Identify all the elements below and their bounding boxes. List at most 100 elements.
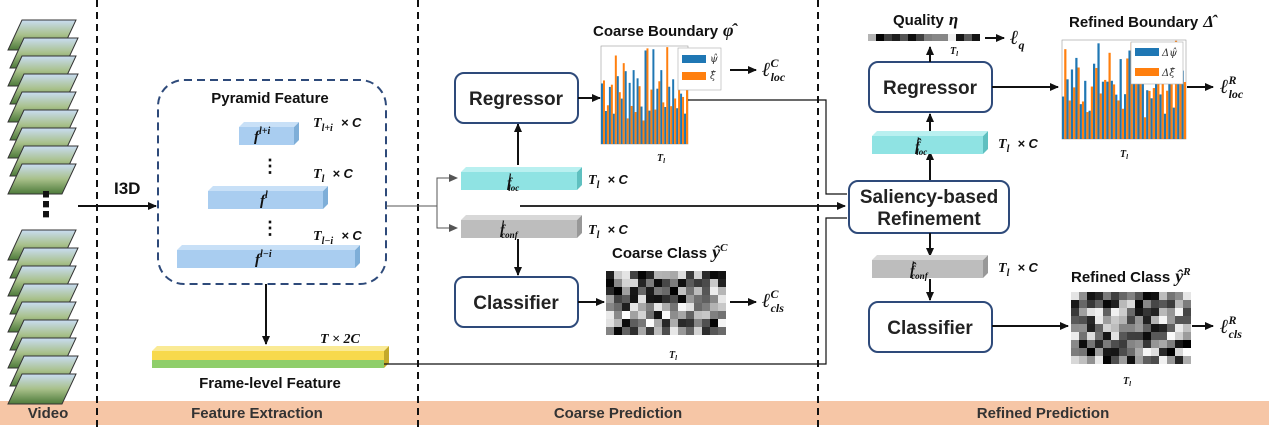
heatmap-cell [622,279,630,287]
dim-l-plus-i: Tl+i× C [313,115,362,134]
heatmap-cell [718,311,726,319]
chart-bar [634,112,637,144]
heatmap-cell [1151,308,1159,316]
heatmap-cell [1087,348,1095,356]
heatmap-cell [1175,324,1183,332]
chart-bar [628,82,631,144]
heatmap-cell [1183,300,1191,308]
frame-feature-dim: T × 2C [320,332,361,347]
heatmap-cell [1071,308,1079,316]
heatmap-cell [1087,316,1095,324]
quality-cell [916,34,924,41]
heatmap-cell [622,319,630,327]
heatmap-cell [1103,316,1111,324]
coarse-class-heatmap [606,271,726,335]
heatmap-cell [1159,316,1167,324]
heatmap-cell [678,311,686,319]
chart-bar [614,55,617,144]
chart-bar [1084,80,1087,139]
refined-class-heatmap [1071,292,1191,364]
heatmap-cell [1119,324,1127,332]
heatmap-cell [614,287,622,295]
chart-bar [1159,94,1162,139]
chart-bar [1146,90,1149,139]
heatmap-cell [606,311,614,319]
svg-text:Δξ̂: Δξ̂ [1161,68,1175,79]
heatmap-cell [646,311,654,319]
heatmap-cell [1119,316,1127,324]
quality-cell [884,34,892,41]
heatmap-cell [710,319,718,327]
coarse-class-axis: Tl [669,350,677,362]
pyramid-dots-1: ⋮ [261,156,279,176]
chart-bar [674,98,677,144]
heatmap-cell [1151,348,1159,356]
heatmap-cell [1167,308,1175,316]
heatmap-cell [630,319,638,327]
chart-bar [1062,96,1065,139]
heatmap-cell [1103,300,1111,308]
heatmap-cell [638,271,646,279]
heatmap-cell [670,295,678,303]
heatmap-cell [614,295,622,303]
heatmap-cell [606,271,614,279]
heatmap-cell [1143,340,1151,348]
heatmap-cell [654,279,662,287]
chart-bar [624,71,627,144]
heatmap-cell [1175,332,1183,340]
heatmap-cell [1167,300,1175,308]
heatmap-cell [654,327,662,335]
heatmap-cell [670,279,678,287]
heatmap-cell [1167,292,1175,300]
heatmap-cell [1079,292,1087,300]
heatmap-cell [1143,292,1151,300]
chart-bar [666,47,669,145]
heatmap-cell [1151,292,1159,300]
heatmap-cell [1079,316,1087,324]
heatmap-cell [710,327,718,335]
heatmap-cell [1087,300,1095,308]
heatmap-cell [1079,324,1087,332]
quality-cell [908,34,916,41]
chart-bar [1124,94,1127,139]
heatmap-cell [1119,340,1127,348]
heatmap-cell [1151,340,1159,348]
dim-l: Tl× C [313,166,354,185]
chart-bar [1155,63,1158,140]
quality-cell [964,34,972,41]
heatmap-cell [1071,292,1079,300]
heatmap-cell [1103,348,1111,356]
heatmap-cell [1151,356,1159,364]
heatmap-cell [1167,356,1175,364]
coarse-boundary-legend: ψ̂ ξ̂ [677,47,722,91]
heatmap-cell [702,319,710,327]
heatmap-cell [702,279,710,287]
heatmap-cell [1159,340,1167,348]
chart-bar [664,106,667,144]
heatmap-cell [662,287,670,295]
heatmap-cell [1143,316,1151,324]
heatmap-cell [1087,292,1095,300]
chart-bar [1168,70,1171,139]
heatmap-cell [662,327,670,335]
heatmap-cell [1071,340,1079,348]
heatmap-cell [1111,316,1119,324]
heatmap-cell [1183,308,1191,316]
heatmap-cell [1119,308,1127,316]
heatmap-cell [1127,300,1135,308]
heatmap-cell [710,303,718,311]
chart-bar [680,93,683,144]
chart-bar [1181,70,1184,139]
chart-bar [678,63,681,144]
heatmap-cell [1095,348,1103,356]
heatmap-cell [1127,348,1135,356]
heatmap-cell [614,311,622,319]
heatmap-cell [718,295,726,303]
heatmap-cell [614,271,622,279]
chart-bar [662,102,665,144]
heatmap-cell [646,271,654,279]
heatmap-cell [1071,356,1079,364]
heatmap-cell [686,327,694,335]
